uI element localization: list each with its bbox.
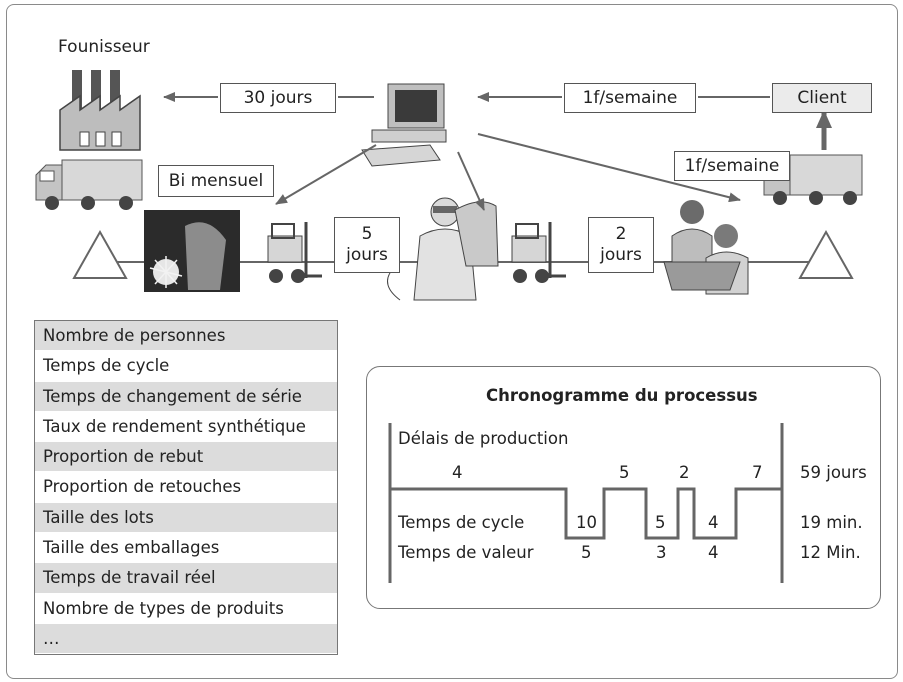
client-delivery-frequency-text: 1f/semaine [684, 155, 780, 176]
lead-time-value: 5 [619, 463, 630, 482]
lead-time-label: Délais de production [398, 429, 569, 448]
client-label: Client [797, 87, 847, 108]
value-time-total: 12 Min. [800, 543, 861, 562]
parameter-row: Nombre de types de produits [35, 593, 337, 624]
cycle-time-label: Temps de cycle [398, 513, 525, 532]
cycle-time-value: 10 [576, 513, 597, 532]
forklift-icon [511, 222, 566, 283]
process-parameters-list: Nombre de personnes Temps de cycle Temps… [34, 320, 338, 656]
parameter-row: … [35, 623, 337, 655]
supplier-label: Founisseur [58, 37, 150, 57]
value-time-value: 3 [656, 543, 667, 562]
client-order-frequency-text: 1f/semaine [582, 87, 678, 108]
parameter-row: Taille des lots [35, 502, 337, 534]
parameter-row: Taille des emballages [35, 533, 337, 564]
cycle-time-total: 19 min. [800, 513, 863, 532]
cycle-time-value: 4 [708, 513, 719, 532]
packing-workers-image [663, 200, 749, 295]
diagram-frame [6, 4, 898, 679]
client-order-frequency-box: 1f/semaine [564, 83, 696, 113]
parameter-row: Taux de rendement synthétique [35, 411, 337, 443]
inventory-2-value: 2 [615, 224, 627, 244]
parameter-row: Proportion de rebut [35, 442, 337, 473]
supplier-delivery-frequency-text: Bi mensuel [168, 170, 264, 191]
timeline-step-line [390, 487, 782, 540]
value-time-label: Temps de valeur [398, 543, 534, 562]
client-box: Client [772, 83, 872, 113]
parameter-row: Temps de changement de série [35, 381, 337, 412]
inventory-1-box: 5 jours [334, 217, 400, 273]
welding-station-image [144, 210, 240, 292]
value-time-value: 5 [581, 543, 592, 562]
lead-time-value: 7 [752, 463, 763, 482]
inventory-2-unit: jours [600, 245, 642, 265]
forklift-icon [267, 222, 322, 283]
parameter-row: Temps de travail réel [35, 563, 337, 594]
factory-icon [59, 70, 141, 151]
supplier-truck-icon [35, 159, 143, 210]
inventory-2-box: 2 jours [588, 217, 654, 273]
parameter-row: Temps de cycle [35, 351, 337, 382]
value-time-value: 4 [708, 543, 719, 562]
lead-time-value: 4 [452, 463, 463, 482]
client-delivery-frequency-box: 1f/semaine [674, 151, 790, 181]
supplier-order-frequency-box: 30 jours [220, 83, 336, 113]
supplier-order-frequency-text: 30 jours [243, 87, 313, 108]
parameter-row: Proportion de retouches [35, 472, 337, 503]
cycle-time-value: 5 [655, 513, 666, 532]
inventory-1-unit: jours [346, 245, 388, 265]
supplier-inventory-triangle [72, 229, 128, 279]
lead-time-total: 59 jours [800, 463, 867, 482]
timeline-title: Chronogramme du processus [486, 386, 758, 405]
lead-time-value: 2 [679, 463, 690, 482]
computer-icon [361, 83, 447, 167]
process-timeline-panel [366, 366, 881, 609]
inventory-1-value: 5 [361, 224, 373, 244]
supplier-delivery-frequency-box: Bi mensuel [158, 165, 274, 197]
parameter-row: Nombre de personnes [35, 321, 337, 352]
client-inventory-triangle [798, 229, 854, 279]
